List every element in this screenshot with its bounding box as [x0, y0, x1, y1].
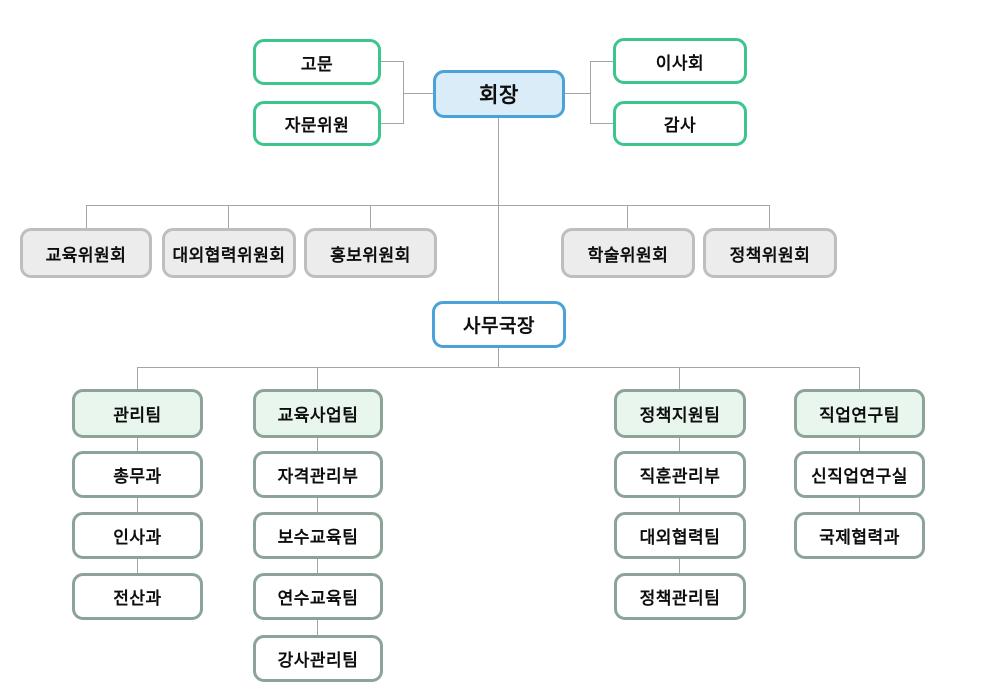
connector-line: [137, 438, 138, 451]
node-sub-refresher-education: 보수교육팀: [253, 512, 383, 559]
connector-line: [228, 205, 229, 228]
connector-line: [679, 498, 680, 512]
connector-line: [317, 367, 318, 389]
node-sub-computing: 전산과: [72, 573, 203, 620]
node-committee-academic: 학술위원회: [561, 228, 695, 278]
connector-line: [317, 620, 318, 635]
node-sub-training-education: 연수교육팀: [253, 573, 383, 620]
connector-line: [86, 205, 770, 206]
node-sub-instructor-management: 강사관리팀: [253, 635, 383, 682]
connector-line: [859, 367, 860, 389]
node-sub-vocational-training-management: 직훈관리부: [614, 451, 746, 498]
node-committee-external-cooperation: 대외협력위원회: [162, 228, 296, 278]
connector-line: [137, 367, 138, 389]
connector-line: [859, 498, 860, 512]
connector-line: [381, 61, 403, 62]
connector-line: [679, 367, 680, 389]
connector-line: [498, 348, 499, 367]
node-committee-education: 교육위원회: [20, 228, 152, 278]
node-board: 이사회: [613, 38, 747, 84]
connector-line: [317, 498, 318, 512]
node-sub-policy-management: 정책관리팀: [614, 573, 746, 620]
connector-line: [565, 93, 590, 94]
connector-line: [403, 61, 404, 124]
connector-line: [590, 123, 613, 124]
connector-line: [86, 205, 87, 228]
node-auditor: 감사: [613, 101, 747, 146]
node-team-vocational-research: 직업연구팀: [794, 389, 925, 438]
node-advisor: 고문: [253, 39, 381, 85]
node-sub-new-vocation-research: 신직업연구실: [794, 451, 925, 498]
connector-line: [137, 367, 859, 368]
connector-line: [317, 559, 318, 573]
node-team-education-business: 교육사업팀: [253, 389, 383, 438]
connector-line: [859, 438, 860, 451]
node-committee-public-relations: 홍보위원회: [304, 228, 437, 278]
connector-line: [590, 61, 591, 124]
connector-line: [137, 559, 138, 573]
node-sub-personnel: 인사과: [72, 512, 203, 559]
node-sub-general-affairs: 총무과: [72, 451, 203, 498]
node-sub-qualification-management: 자격관리부: [253, 451, 383, 498]
node-sub-external-cooperation: 대외협력팀: [614, 512, 746, 559]
node-team-management: 관리팀: [72, 389, 203, 438]
node-team-policy-support: 정책지원팀: [614, 389, 746, 438]
connector-line: [679, 438, 680, 451]
connector-line: [403, 93, 433, 94]
node-advisory-committee: 자문위원: [253, 101, 381, 146]
connector-line: [679, 559, 680, 573]
node-secretary-general: 사무국장: [432, 301, 566, 348]
connector-line: [769, 205, 770, 228]
node-sub-international-cooperation: 국제협력과: [794, 512, 925, 559]
node-committee-policy: 정책위원회: [703, 228, 837, 278]
connector-line: [590, 61, 613, 62]
connector-line: [498, 118, 499, 301]
connector-line: [627, 205, 628, 228]
connector-line: [137, 498, 138, 512]
connector-line: [317, 438, 318, 451]
node-chairman: 회장: [433, 70, 565, 118]
connector-line: [370, 205, 371, 228]
connector-line: [381, 123, 403, 124]
